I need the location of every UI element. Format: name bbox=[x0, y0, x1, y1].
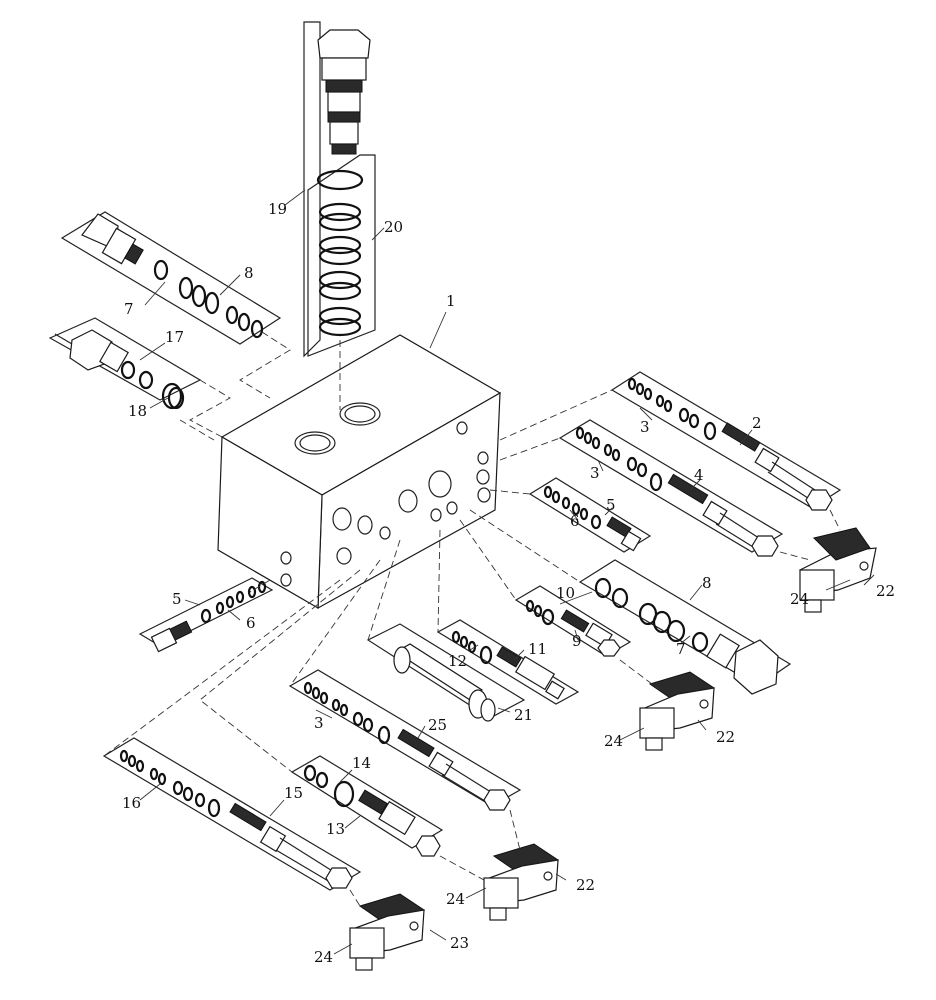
callout-15: 15 bbox=[284, 784, 303, 802]
leader-lines bbox=[139, 189, 875, 955]
callout-23: 23 bbox=[450, 934, 469, 952]
callout-24-middle: 24 bbox=[604, 732, 623, 750]
valve-11-12 bbox=[436, 619, 580, 705]
callout-3-middle: 3 bbox=[590, 464, 600, 482]
solenoid-coil-23 bbox=[349, 893, 426, 971]
callout-18: 18 bbox=[128, 402, 147, 420]
solenoid-valve-3-4 bbox=[558, 419, 784, 557]
valve-cartridge-19 bbox=[303, 21, 371, 358]
callout-24-lower: 24 bbox=[446, 890, 465, 908]
callout-7-lower: 7 bbox=[676, 640, 686, 658]
callout-22-middle: 22 bbox=[716, 728, 735, 746]
callout-2: 2 bbox=[752, 414, 762, 432]
callout-24-upper: 24 bbox=[790, 590, 809, 608]
solenoid-valve-2-3 bbox=[610, 371, 842, 511]
callout-11: 11 bbox=[528, 640, 547, 658]
callout-1: 1 bbox=[446, 292, 456, 310]
callout-9: 9 bbox=[572, 632, 582, 650]
callout-8-lower: 8 bbox=[702, 574, 712, 592]
valve-13-14 bbox=[290, 755, 444, 857]
check-valve-5-6-left bbox=[138, 577, 274, 653]
callout-25: 25 bbox=[428, 716, 447, 734]
callout-24-bottom: 24 bbox=[314, 948, 333, 966]
check-valve-9-10 bbox=[514, 585, 632, 657]
callout-7-upper: 7 bbox=[124, 300, 134, 318]
cylinder-21 bbox=[366, 623, 526, 722]
callout-13: 13 bbox=[326, 820, 345, 838]
callout-22-upper: 22 bbox=[876, 582, 895, 600]
relief-valve-7-8-lower bbox=[578, 559, 792, 695]
callout-5-right: 5 bbox=[606, 496, 616, 514]
callout-6-right: 6 bbox=[570, 512, 580, 530]
callout-14: 14 bbox=[352, 754, 371, 772]
check-valve-5-6-right bbox=[528, 477, 652, 553]
callout-3-upper: 3 bbox=[640, 418, 650, 436]
callout-10: 10 bbox=[556, 584, 575, 602]
callout-12: 12 bbox=[448, 652, 467, 670]
callout-21: 21 bbox=[514, 706, 533, 724]
connector-lines bbox=[103, 331, 841, 907]
solenoid-coil-22-mid bbox=[639, 671, 716, 751]
callout-16: 16 bbox=[122, 794, 141, 812]
manifold-block bbox=[217, 334, 502, 610]
relief-valve-7-8-upper bbox=[60, 211, 282, 345]
solenoid-coil-22-upper bbox=[799, 527, 877, 613]
callout-6-left: 6 bbox=[246, 614, 256, 632]
callout-labels: 1 2 3 3 3 4 5 5 6 6 7 7 8 8 9 10 11 12 1… bbox=[122, 200, 895, 966]
callout-19: 19 bbox=[268, 200, 287, 218]
seal-kit-20 bbox=[307, 154, 376, 357]
callout-3-lower: 3 bbox=[314, 714, 324, 732]
callout-22-lower: 22 bbox=[576, 876, 595, 894]
solenoid-valve-3-25 bbox=[288, 669, 522, 811]
solenoid-valve-15-16 bbox=[102, 737, 362, 891]
callout-8-upper: 8 bbox=[244, 264, 254, 282]
callout-4: 4 bbox=[694, 466, 704, 484]
solenoid-coil-22-lower bbox=[483, 843, 560, 921]
callout-17: 17 bbox=[165, 328, 184, 346]
callout-5-left: 5 bbox=[172, 590, 182, 608]
callout-20: 20 bbox=[384, 218, 403, 236]
